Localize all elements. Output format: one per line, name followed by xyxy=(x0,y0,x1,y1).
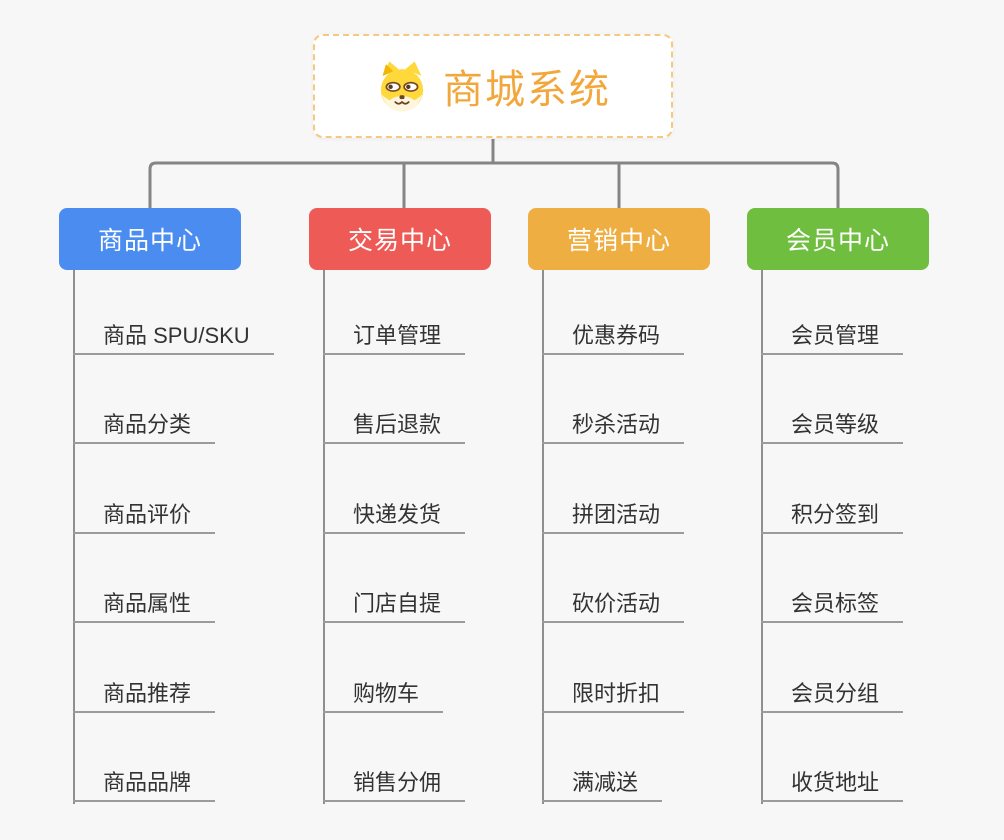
child-topic-product-spu-sku[interactable]: 商品 SPU/SKU xyxy=(73,321,274,355)
branch-trunk-line xyxy=(73,270,75,804)
branch-label: 营销中心 xyxy=(566,227,671,255)
child-topic-product-brand[interactable]: 商品品牌 xyxy=(73,768,216,802)
child-topic-sales-commission[interactable]: 销售分佣 xyxy=(323,768,466,802)
child-topic-member-management[interactable]: 会员管理 xyxy=(761,321,904,355)
branch-trunk-line xyxy=(323,270,325,804)
child-topic-member-group[interactable]: 会员分组 xyxy=(761,679,904,713)
child-topic-store-pickup[interactable]: 门店自提 xyxy=(323,589,466,623)
child-topic-shipping-address[interactable]: 收货地址 xyxy=(761,768,904,802)
child-topic-order-management[interactable]: 订单管理 xyxy=(323,321,466,355)
child-topic-product-recommend[interactable]: 商品推荐 xyxy=(73,679,216,713)
branch-label: 商品中心 xyxy=(97,227,202,255)
branch-node-member-center[interactable]: 会员中心 xyxy=(747,208,929,270)
child-topic-product-attribute[interactable]: 商品属性 xyxy=(73,589,216,623)
dog-face-icon xyxy=(380,61,424,112)
child-topic-express-delivery[interactable]: 快递发货 xyxy=(323,500,466,534)
child-topic-bargain-activity[interactable]: 砍价活动 xyxy=(542,589,685,623)
child-topic-flash-sale[interactable]: 秒杀活动 xyxy=(542,410,685,444)
child-topic-limited-time-discount[interactable]: 限时折扣 xyxy=(542,679,685,713)
branch-label: 会员中心 xyxy=(785,227,890,255)
branch-label: 交易中心 xyxy=(347,227,452,255)
child-topic-points-checkin[interactable]: 积分签到 xyxy=(761,500,904,534)
child-topic-product-review[interactable]: 商品评价 xyxy=(73,500,216,534)
child-topic-member-level[interactable]: 会员等级 xyxy=(761,410,904,444)
child-topic-coupon-code[interactable]: 优惠券码 xyxy=(542,321,685,355)
child-topic-full-reduction[interactable]: 满减送 xyxy=(542,768,663,802)
child-topic-product-category[interactable]: 商品分类 xyxy=(73,410,216,444)
root-node[interactable]: 商城系统 xyxy=(313,34,673,138)
child-topic-after-sale-refund[interactable]: 售后退款 xyxy=(323,410,466,444)
branch-trunk-line xyxy=(761,270,763,804)
child-topic-group-buy[interactable]: 拼团活动 xyxy=(542,500,685,534)
branch-node-trade-center[interactable]: 交易中心 xyxy=(309,208,491,270)
root-title: 商城系统 xyxy=(443,68,611,112)
child-topic-member-tag[interactable]: 会员标签 xyxy=(761,589,904,623)
branch-trunk-line xyxy=(542,270,544,804)
branch-node-marketing-center[interactable]: 营销中心 xyxy=(528,208,710,270)
branch-node-product-center[interactable]: 商品中心 xyxy=(59,208,241,270)
branch-bus-line xyxy=(148,161,840,208)
child-topic-shopping-cart[interactable]: 购物车 xyxy=(323,679,444,713)
